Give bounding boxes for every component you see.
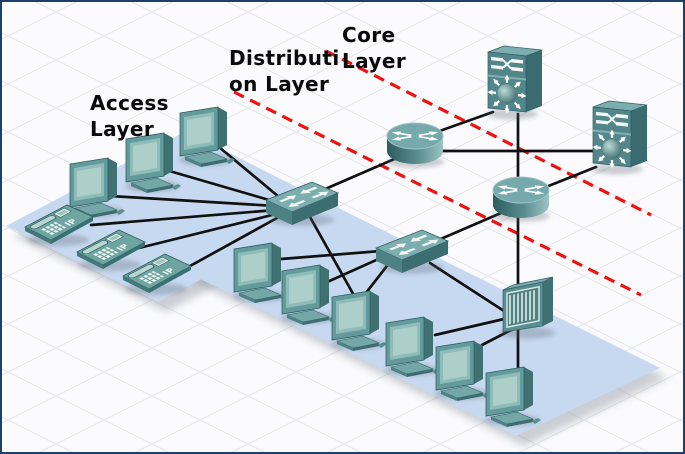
network-link <box>137 212 278 250</box>
distribution-layer-label: Distributi on Layer <box>229 46 340 96</box>
network-link <box>179 216 279 273</box>
network-link <box>433 317 506 337</box>
pc-icon[interactable] <box>69 158 125 218</box>
pc-icon[interactable] <box>485 367 541 427</box>
network-link <box>323 255 385 285</box>
distribution-core-boundary <box>325 49 652 217</box>
network-link <box>544 165 598 189</box>
server-icon[interactable] <box>499 277 555 339</box>
network-link <box>217 145 281 199</box>
pc-icon[interactable] <box>281 265 337 325</box>
core-layer-label: Core Layer <box>342 23 407 73</box>
router-icon[interactable] <box>386 123 444 168</box>
multilayer-switch-icon[interactable] <box>591 101 647 175</box>
network-link <box>279 249 383 261</box>
pc-icon[interactable] <box>179 107 235 167</box>
network-link <box>434 211 503 243</box>
pc-icon[interactable] <box>331 291 387 351</box>
access-distribution-boundary <box>233 90 642 297</box>
network-link <box>432 110 495 135</box>
pc-icon[interactable] <box>385 317 441 377</box>
pc-icon[interactable] <box>125 133 181 193</box>
pc-icon[interactable] <box>233 243 289 303</box>
network-link <box>108 194 278 208</box>
network-link <box>89 208 278 227</box>
network-link <box>314 155 401 195</box>
pc-icon[interactable] <box>435 341 491 401</box>
router-icon[interactable] <box>492 177 550 222</box>
network-link <box>308 215 358 301</box>
network-link <box>164 168 278 204</box>
multilayer-switch-icon[interactable] <box>486 46 542 120</box>
network-link <box>428 261 506 313</box>
access-layer-label: Access Layer <box>90 91 169 141</box>
